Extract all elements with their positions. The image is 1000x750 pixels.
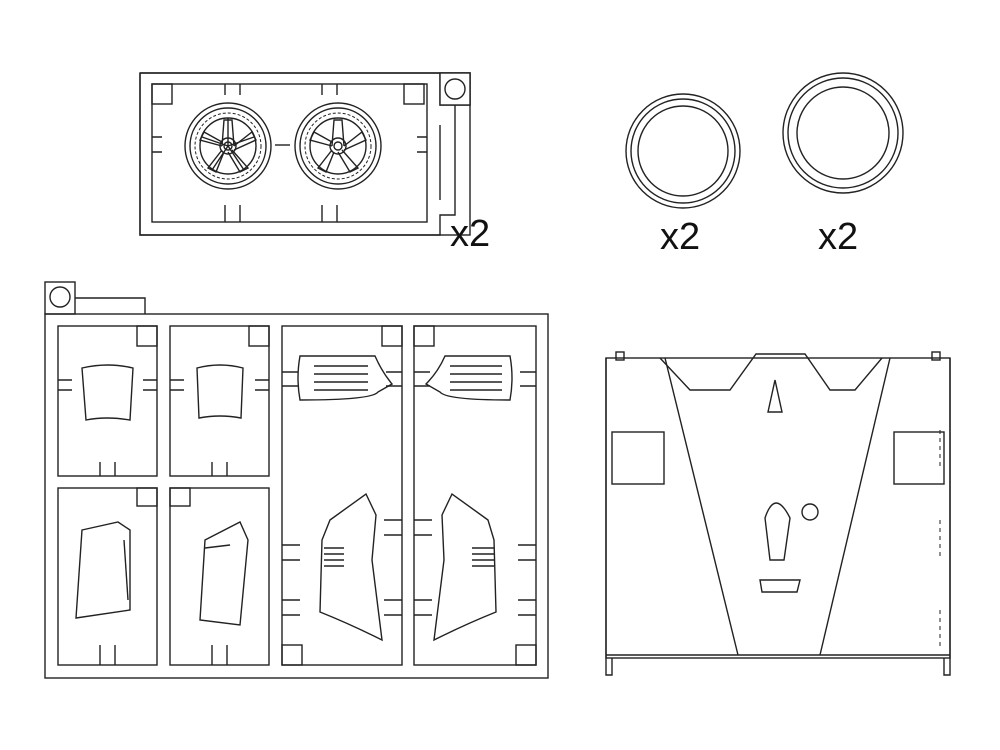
wheel-icon [294,102,382,190]
quantity-label-ring-large: x2 [818,216,859,258]
tire-ring-icon [625,93,741,209]
quantity-label-wheels: x2 [450,213,491,255]
panel-sprue-frame [44,281,549,679]
body-shell-icon [605,351,951,676]
louver-part [297,355,513,401]
wheel-icon [184,102,272,190]
vent-panel-part [81,364,244,421]
tire-ring-icon [782,72,904,194]
wheel-sprue-frame [139,72,471,236]
quantity-label-ring-small: x2 [660,216,701,258]
side-pod-part [75,492,497,642]
